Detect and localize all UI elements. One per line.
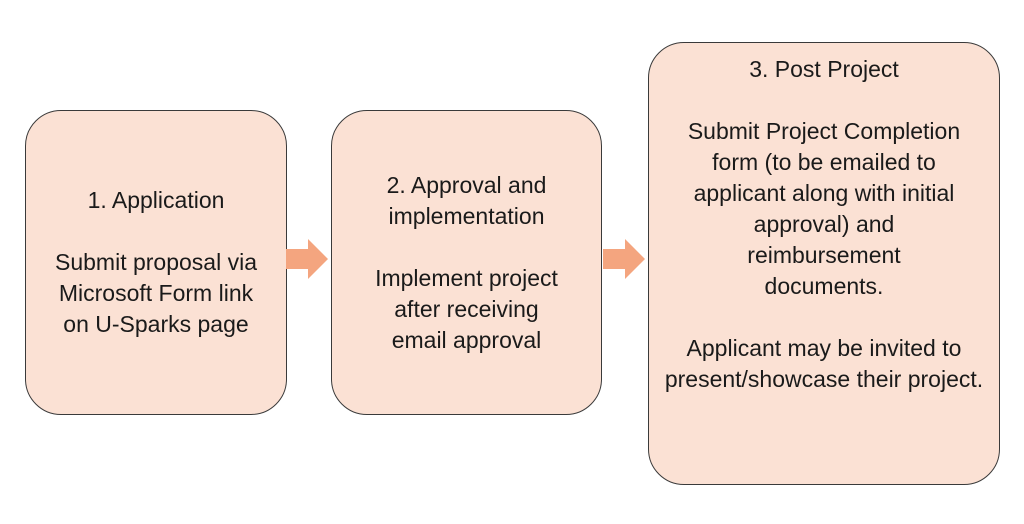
- step-1-title: 1. Application: [87, 187, 225, 213]
- right-arrow-icon: [286, 239, 328, 279]
- step-2-box: 2. Approval and implementation Implement…: [331, 110, 602, 415]
- step-3-box: 3. Post Project Submit Project Completio…: [648, 42, 1000, 485]
- step-3-title: 3. Post Project: [749, 56, 899, 82]
- step-1-box: 1. Application Submit proposal via Micro…: [25, 110, 287, 415]
- step-1-description: Submit proposal via Microsoft Form link …: [55, 249, 257, 337]
- step-3-note: Applicant may be invited to present/show…: [664, 335, 984, 392]
- step-2-description: Implement project after receiving email …: [375, 264, 558, 353]
- right-arrow-icon: [603, 239, 645, 279]
- step-3-description: Submit Project Completion form (to be em…: [687, 118, 961, 299]
- step-2-title: 2. Approval and implementation: [386, 171, 547, 229]
